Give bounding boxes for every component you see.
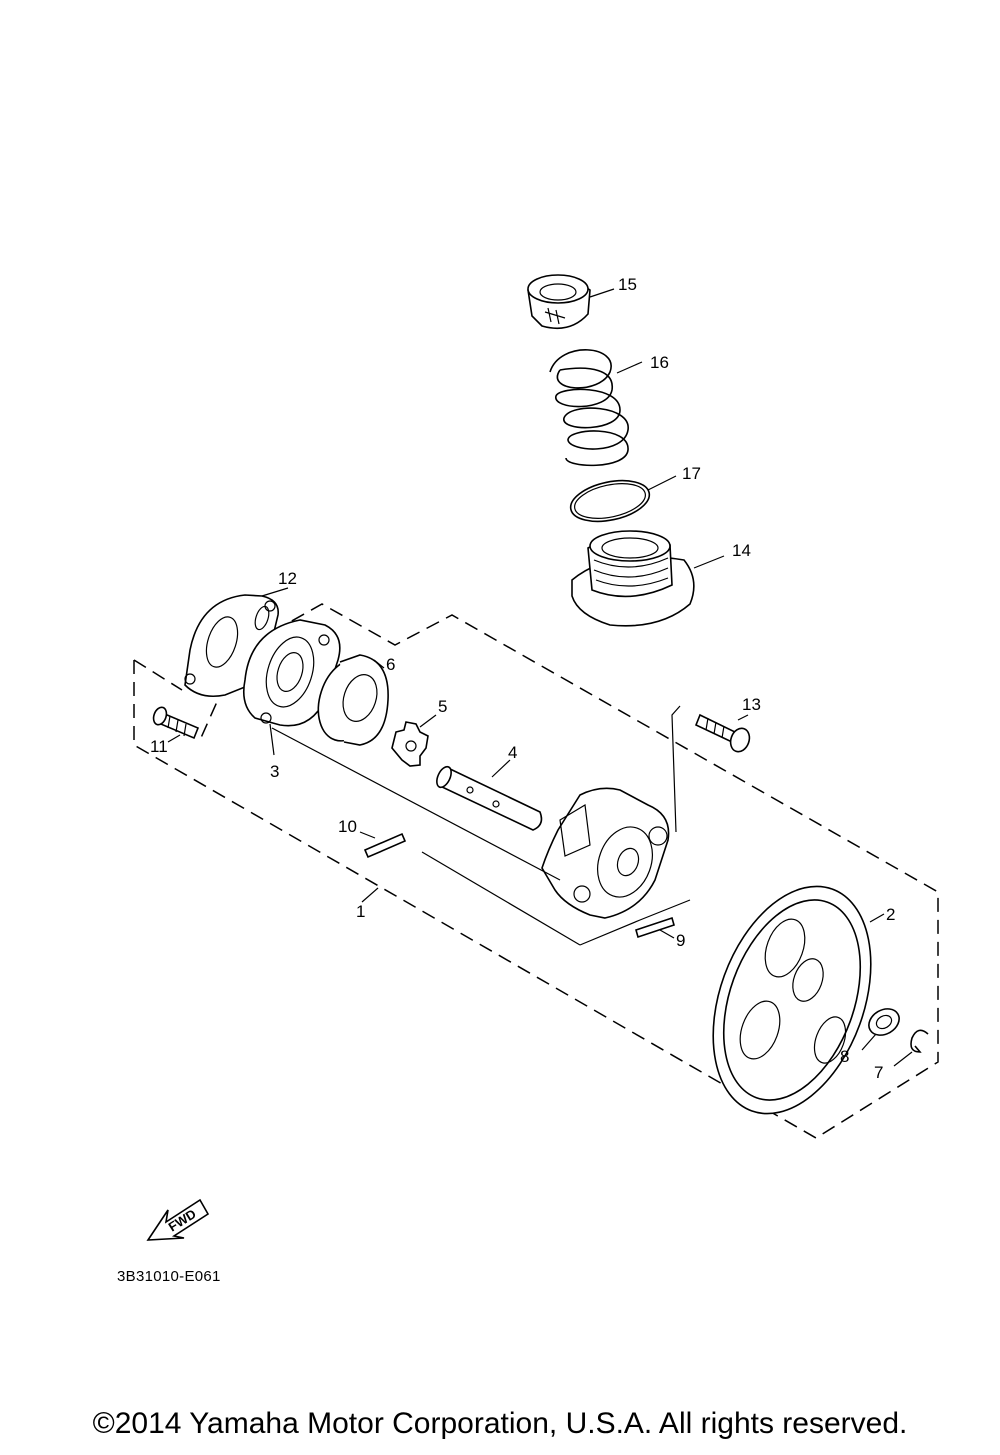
part-5-inner-rotor[interactable]	[391, 714, 437, 767]
part-6-outer-rotor[interactable]	[308, 651, 389, 748]
part-1-pump-housing[interactable]	[541, 787, 670, 919]
diagram-code: 3B31010-E061	[117, 1268, 221, 1285]
callout-4: 4	[508, 743, 517, 762]
callout-12: 12	[278, 569, 297, 588]
callout-14: 14	[732, 541, 751, 560]
callout-2: 2	[886, 905, 895, 924]
part-13-screw[interactable]	[694, 713, 753, 754]
forward-direction-arrow: FWD	[146, 1198, 210, 1241]
part-10-pin[interactable]	[359, 831, 407, 859]
callout-11: 11	[150, 737, 168, 756]
part-4-shaft[interactable]	[434, 759, 543, 831]
assembly-centerlines	[271, 705, 691, 946]
callout-6: 6	[386, 655, 395, 674]
callout-labels: 15 16 17 14 12 6 5 13 11 3 4 10 1 2 9 8 …	[150, 275, 895, 1082]
part-14-plug-bolt[interactable]	[571, 530, 725, 627]
copyright-notice: ©2014 Yamaha Motor Corporation, U.S.A. A…	[92, 1407, 908, 1440]
part-8-washer[interactable]	[861, 1004, 904, 1051]
callout-17: 17	[682, 464, 701, 483]
callout-3: 3	[270, 762, 279, 781]
callout-9: 9	[676, 931, 685, 950]
part-17-o-ring[interactable]	[567, 474, 677, 528]
part-2-driven-gear[interactable]	[684, 864, 900, 1135]
callout-1: 1	[356, 902, 365, 921]
part-9-pin[interactable]	[635, 916, 675, 939]
callout-10: 10	[338, 817, 357, 836]
part-3-pump-cover[interactable]	[242, 619, 341, 756]
callout-16: 16	[650, 353, 669, 372]
callout-8: 8	[840, 1047, 849, 1066]
callout-7: 7	[874, 1063, 883, 1082]
callout-15: 15	[618, 275, 637, 294]
part-7-circlip[interactable]	[893, 1029, 929, 1067]
callout-13: 13	[742, 695, 761, 714]
callout-5: 5	[438, 697, 447, 716]
part-15-strainer-cap[interactable]	[527, 274, 615, 330]
part-16-spring[interactable]	[549, 349, 643, 467]
part-11-screw[interactable]	[151, 705, 200, 743]
